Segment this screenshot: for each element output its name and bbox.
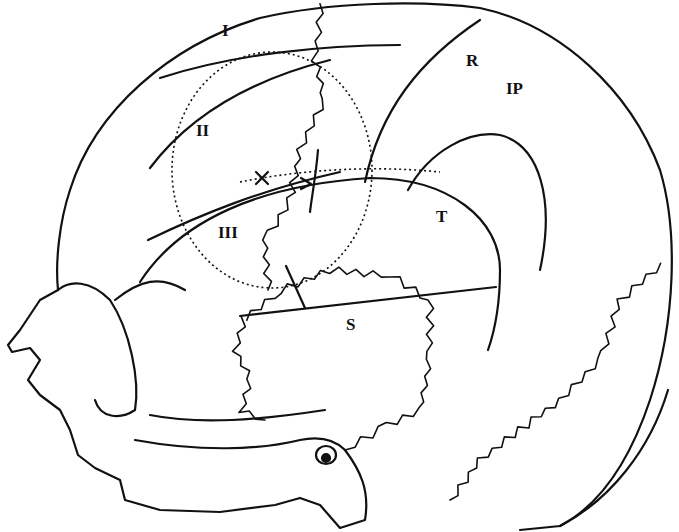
zygomatic-arch	[150, 410, 325, 420]
ear-canal	[322, 454, 330, 462]
short-line	[310, 150, 318, 212]
skull-outline	[70, 3, 672, 530]
region-label: I	[222, 22, 229, 39]
region-label: IP	[506, 80, 523, 97]
orbit-line	[115, 281, 185, 300]
line-ip	[408, 134, 546, 270]
region-label: III	[218, 224, 238, 241]
squamosal-suture	[247, 267, 434, 450]
lambdoid-suture	[450, 263, 661, 500]
skull-outline	[560, 390, 668, 526]
line-t	[140, 178, 500, 350]
coronal-suture	[263, 4, 324, 290]
squamosal-suture	[233, 317, 265, 420]
arrow-mark	[301, 178, 311, 189]
line-i	[160, 45, 400, 78]
line-s	[240, 287, 496, 316]
region-label: T	[436, 208, 447, 225]
region-label: II	[196, 122, 209, 139]
dotted-arc	[240, 169, 440, 182]
zygomatic-arch	[135, 438, 345, 450]
region-label: S	[346, 316, 355, 333]
dotted-region	[172, 52, 372, 288]
line-ii	[150, 60, 330, 168]
line-r	[365, 20, 480, 182]
ear-canal	[316, 446, 336, 464]
region-label: R	[466, 52, 478, 69]
face-outline	[58, 283, 136, 416]
line-s-leader	[286, 266, 305, 308]
